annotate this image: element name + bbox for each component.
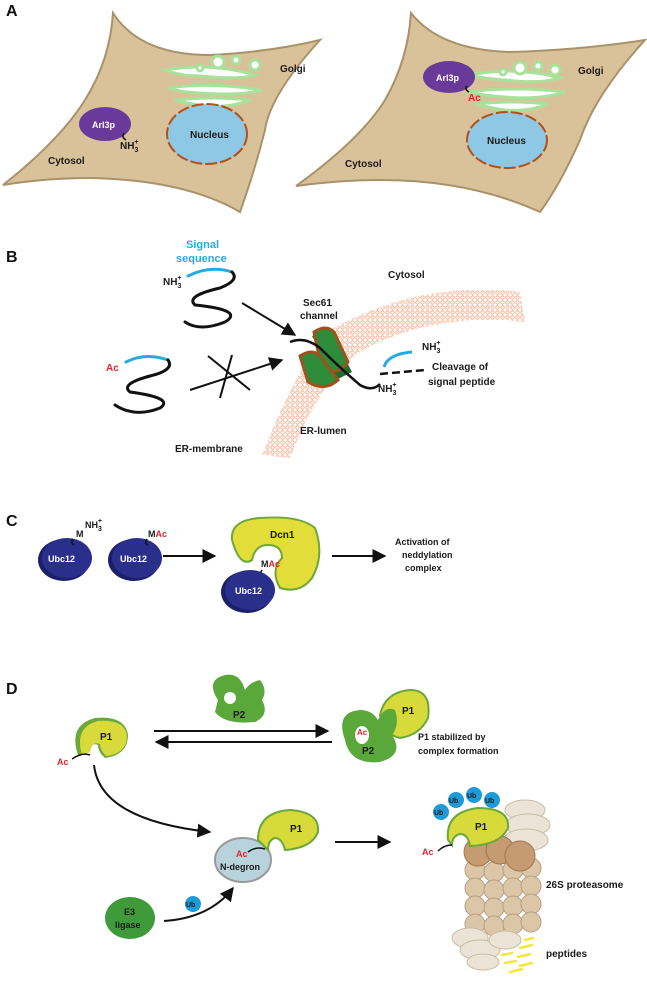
svg-text:Ubc12: Ubc12 xyxy=(235,586,262,596)
peptides xyxy=(500,936,535,974)
blocked-cross-icon xyxy=(207,354,251,399)
nh3-label-b2: NH3+ xyxy=(422,340,440,355)
cleaved-signal-peptide xyxy=(382,350,413,368)
ndegron-p1: Ac N-degron P1 xyxy=(214,808,320,883)
svg-text:P1: P1 xyxy=(100,732,113,743)
er-membrane-label: ER-membrane xyxy=(175,444,243,455)
svg-text:Ac: Ac xyxy=(422,847,434,857)
svg-text:Ub: Ub xyxy=(485,798,494,805)
svg-text:NH3+: NH3+ xyxy=(85,518,102,533)
arrow-ubiquitination xyxy=(163,886,234,922)
p1-ubiquitinated: P1 Ac xyxy=(422,806,510,857)
svg-text:Ubc12: Ubc12 xyxy=(120,554,147,564)
nucleus-label-left: Nucleus xyxy=(190,130,229,141)
cell-left: Golgi Nucleus Arl3p NH3+ Cytosol xyxy=(2,9,323,214)
panel-b-label: B xyxy=(6,249,18,266)
cleavage-label-2: signal peptide xyxy=(428,377,496,388)
svg-text:P2: P2 xyxy=(233,710,246,721)
svg-text:P2: P2 xyxy=(362,746,375,757)
cytosol-label-left: Cytosol xyxy=(48,156,85,167)
cytosol-label-right: Cytosol xyxy=(345,159,382,170)
signal-sequence-label-1: Signal xyxy=(186,239,219,251)
svg-text:MAc: MAc xyxy=(148,529,167,539)
ubc12-free: Ubc12 M NH3+ xyxy=(38,518,102,581)
nucleus-left xyxy=(166,103,248,165)
cleavage-label-1: Cleavage of xyxy=(432,362,489,373)
svg-text:MAc: MAc xyxy=(261,559,280,569)
sec61-label-2: channel xyxy=(300,311,338,322)
svg-text:M: M xyxy=(76,529,84,539)
polypeptide-acetylated xyxy=(113,355,171,414)
panel-a-label: A xyxy=(6,3,18,20)
activation-label-2: neddylation xyxy=(402,550,453,560)
cytosol-label-b: Cytosol xyxy=(388,270,425,281)
nh3-label-b3: NH3+ xyxy=(378,382,396,397)
svg-text:Ac: Ac xyxy=(357,728,368,737)
e3-ligase: E3 ligase xyxy=(105,897,155,939)
svg-text:N-degron: N-degron xyxy=(220,862,260,872)
peptides-label: peptides xyxy=(546,949,588,960)
ub-free xyxy=(185,896,201,912)
p1-p2-complex: P1 Ac P2 xyxy=(342,688,430,763)
svg-text:P1: P1 xyxy=(290,824,303,835)
panel-c-label: C xyxy=(6,513,18,530)
nh3-label-left: NH3+ xyxy=(120,139,138,154)
acetyl-label-b: Ac xyxy=(106,363,119,374)
arrow-to-sec61 xyxy=(241,302,297,336)
svg-text:P1: P1 xyxy=(402,706,415,717)
signal-sequence-label-2: sequence xyxy=(176,253,227,265)
dcn1-complex: Dcn1 MAc Ubc12 xyxy=(221,516,321,613)
nucleus-label-right: Nucleus xyxy=(487,136,526,147)
p1-free: P1 Ac xyxy=(57,717,128,767)
translocating-chain xyxy=(289,338,381,390)
arl3p-left xyxy=(79,107,131,141)
nh3-label-b1: NH3+ xyxy=(163,275,181,290)
activation-label-1: Activation of xyxy=(395,537,451,547)
polypeptide-free xyxy=(183,267,236,329)
arl3p-label-right: Arl3p xyxy=(436,73,460,83)
svg-text:E3: E3 xyxy=(124,907,135,917)
svg-text:ligase: ligase xyxy=(115,920,141,930)
svg-text:P1: P1 xyxy=(475,822,488,833)
er-lumen-label: ER-lumen xyxy=(300,426,347,437)
nucleus-right xyxy=(466,111,548,169)
arrow-blocked xyxy=(189,357,284,391)
arl3p-label-left: Arl3p xyxy=(92,120,116,130)
ub-free-label: Ub xyxy=(186,902,195,909)
svg-text:Dcn1: Dcn1 xyxy=(270,530,295,541)
golgi-right xyxy=(467,60,566,112)
svg-text:Ub: Ub xyxy=(467,793,476,800)
golgi-left xyxy=(159,54,263,108)
stabilized-label-2: complex formation xyxy=(418,746,499,756)
proteasome-label: 26S proteasome xyxy=(546,880,624,891)
ubc12-acetylated: Ubc12 MAc xyxy=(108,529,167,581)
panel-d-label: D xyxy=(6,681,18,698)
svg-text:Ac: Ac xyxy=(57,757,69,767)
svg-text:Ub: Ub xyxy=(434,810,443,817)
arl3p-right xyxy=(423,61,475,93)
svg-text:Ubc12: Ubc12 xyxy=(48,554,75,564)
svg-text:Ac: Ac xyxy=(236,849,248,859)
stabilized-label-1: P1 stabilized by xyxy=(418,732,486,742)
sec61-label-1: Sec61 xyxy=(303,298,332,309)
p2-free: P2 xyxy=(212,674,265,723)
activation-label-3: complex xyxy=(405,563,442,573)
svg-text:Ub: Ub xyxy=(449,798,458,805)
arrow-to-degradation xyxy=(93,764,212,838)
acetyl-label-right: Ac xyxy=(468,93,481,104)
golgi-label-right: Golgi xyxy=(578,66,604,77)
cleavage-dash xyxy=(379,368,426,376)
golgi-label-left: Golgi xyxy=(280,64,306,75)
cell-right: Golgi Nucleus Arl3p Ac Cytosol xyxy=(295,10,647,214)
ub-chain: Ub Ub Ub Ub xyxy=(433,787,500,820)
